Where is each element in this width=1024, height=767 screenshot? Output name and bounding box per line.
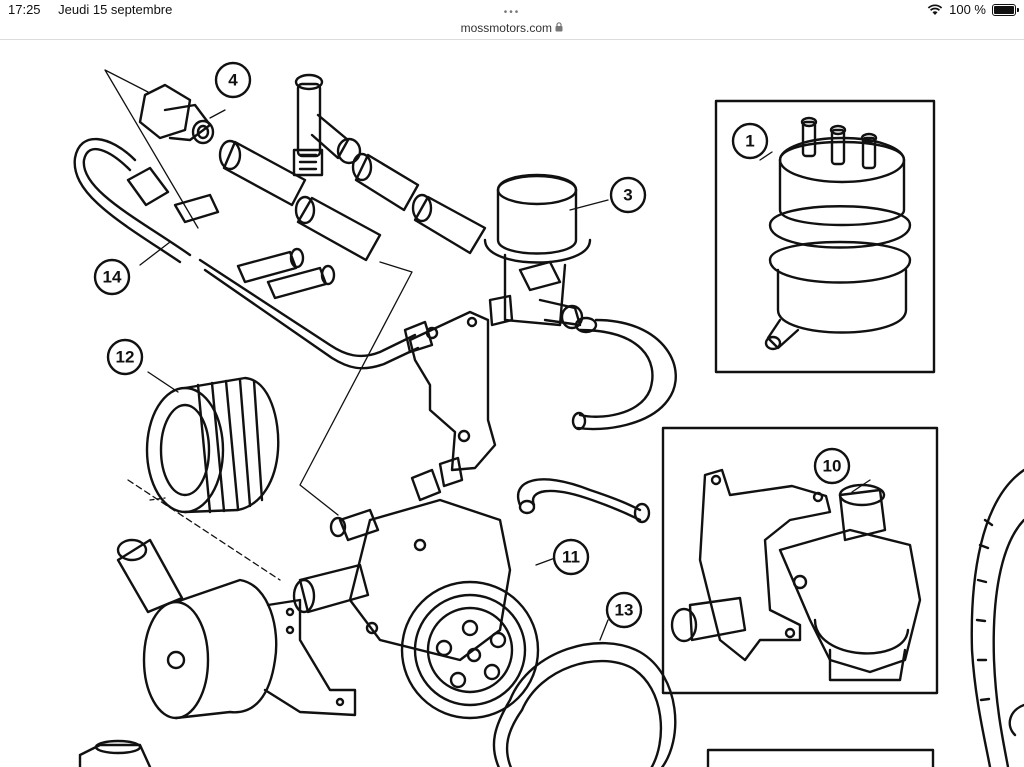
address-bar[interactable]: ••• mossmotors.com [0,8,1024,38]
hose-pieces [218,139,487,614]
tab-dots[interactable]: ••• [503,7,521,18]
bottom-fitting [78,739,152,767]
parts-diagram: 1 3 4 10 11 12 13 14 [0,40,1024,767]
mounting-bracket [408,310,497,502]
status-date: Jeudi 15 septembre [58,2,173,17]
header-divider [0,39,1024,40]
callout-10: 10 [823,457,842,476]
callout-12: 12 [116,348,135,367]
callout-circle-4 [214,61,252,99]
inset-frame-part-10 [661,426,939,695]
part-3-valve [483,173,592,330]
part-10-valve-bracket [670,468,922,682]
leader-lines [104,69,871,641]
part-14-pipe [73,137,434,370]
url-text[interactable]: mossmotors.com [0,21,1024,35]
air-pump [329,498,540,720]
t-piece-fitting [292,73,362,177]
air-cleaner [116,538,357,720]
status-left: 17:25 Jeudi 15 septembre [8,2,186,17]
callout-circle-12 [106,338,144,376]
callout-11: 11 [562,548,580,567]
inset-frame-part-1 [714,99,936,374]
battery-icon [992,3,1019,16]
callouts [93,61,851,629]
status-right: 100 % [927,2,1019,17]
part-12-filter [145,376,280,514]
parts-diagram-svg: 1 3 4 10 11 12 13 14 [73,61,1024,767]
callout-circle-1 [731,122,769,160]
callout-1: 1 [745,132,754,151]
part-1-canister [764,116,912,351]
lock-icon [555,22,563,32]
callout-4: 4 [228,71,238,90]
status-time: 17:25 [8,2,41,17]
callout-3: 3 [623,186,632,205]
callout-circle-14 [93,258,131,296]
callout-14: 14 [103,268,122,287]
battery-percent: 100 % [949,2,986,17]
callout-circle-10 [813,447,851,485]
callout-circle-13 [605,591,643,629]
callout-circle-11 [552,538,590,576]
status-bar: 17:25 Jeudi 15 septembre 100 % [0,0,1024,20]
inset-frame-bottom [706,748,935,767]
callout-circle-3 [609,176,647,214]
part-4-switch [138,83,215,145]
callout-13: 13 [615,601,634,620]
part-13-belt [492,641,677,767]
url-domain: mossmotors.com [460,21,552,35]
curved-hose [517,316,677,524]
right-edge-hose [970,468,1024,767]
wifi-icon [927,3,943,15]
